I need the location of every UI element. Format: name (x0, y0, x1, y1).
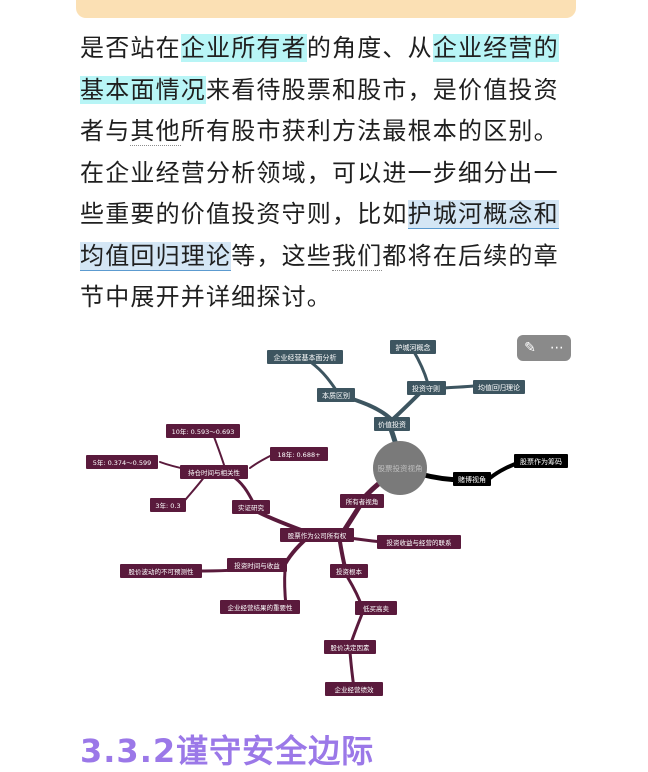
edge-holding-18y (249, 454, 273, 469)
node-gamble[interactable] (453, 472, 491, 486)
text-segment: 的角度、从 (306, 34, 433, 62)
node-fundamental[interactable] (267, 350, 343, 364)
mind-map[interactable]: 股票投资视角 价值投资 本质区别 企业经营基本面分析 投资守则 护城河概念 均值… (80, 328, 576, 706)
node-fundamental-label: 企业经营基本面分析 (274, 353, 337, 362)
node-root-label: 投资根本 (336, 567, 363, 576)
node-result-importance[interactable] (220, 600, 300, 614)
node-empirical-label: 实证研究 (238, 503, 265, 512)
node-root[interactable] (330, 564, 368, 578)
node-volatility[interactable] (120, 564, 202, 578)
text-segment: 都将在后续的章节中展开并详细探讨。 (80, 241, 559, 312)
section-title: 3.3.2谨守安全边际 (80, 732, 375, 770)
node-moat[interactable] (390, 340, 436, 354)
edge-rules-moat (411, 348, 430, 386)
text-segment: 是否站在 (80, 34, 181, 62)
pencil-icon[interactable]: ✎ (524, 340, 536, 356)
node-price-factor[interactable] (324, 640, 376, 654)
node-18y[interactable] (270, 447, 328, 461)
node-rules[interactable] (407, 381, 446, 395)
node-ownership[interactable] (280, 528, 354, 542)
node-moat-label: 护城河概念 (396, 343, 431, 352)
node-mean-reversion[interactable] (473, 380, 525, 394)
more-icon[interactable]: ⋯ (549, 340, 564, 356)
node-time-return-label: 投资时间与收益 (234, 561, 280, 570)
node-3y-label: 3年: 0.3 (155, 501, 180, 510)
node-time-return[interactable] (227, 558, 287, 572)
node-chip-label: 股票作为筹码 (520, 457, 562, 466)
mind-map-canvas: 股票投资视角 价值投资 本质区别 企业经营基本面分析 投资守则 护城河概念 均值… (86, 340, 568, 696)
node-gamble-label: 赌博视角 (458, 475, 486, 484)
node-value-investing[interactable] (374, 417, 410, 431)
body-paragraph: 是否站在企业所有者的角度、从企业经营的基本面情况来看待股票和股市，是价值投资者与… (80, 28, 576, 319)
text-segment: 等，这些 (231, 241, 333, 270)
underline-other[interactable]: 其他 (130, 117, 181, 146)
node-result-importance-label: 企业经营结果的重要性 (228, 603, 294, 612)
node-owner[interactable] (340, 494, 384, 508)
node-essence[interactable] (317, 388, 355, 402)
node-mean-reversion-label: 均值回归理论 (478, 383, 520, 392)
node-5y[interactable] (86, 455, 158, 469)
node-holding[interactable] (180, 465, 248, 479)
node-owner-label: 所有者视角 (346, 497, 379, 506)
node-10y[interactable] (166, 424, 240, 438)
edge-empirical-holding (230, 474, 256, 506)
node-18y-label: 18年: 0.688+ (277, 450, 320, 459)
node-value-investing-label: 价值投资 (378, 420, 406, 429)
node-ownership-label: 股票作为公司所有权 (288, 531, 347, 540)
node-10y-label: 10年: 0.593～0.693 (172, 427, 235, 436)
top-card (76, 0, 576, 18)
text-segment: 所有股市获利方法最根本的区别。在企业经营分析领域，可以进一步细分出一些重要的价值… (80, 117, 559, 228)
node-essence-label: 本质区别 (322, 391, 350, 400)
node-price-factor-label: 股价决定因素 (331, 643, 371, 652)
node-chip[interactable] (514, 454, 568, 468)
node-performance[interactable] (325, 682, 383, 696)
node-return-link-label: 投资收益与经营的联系 (387, 538, 453, 547)
edge-rules-mean (440, 384, 476, 390)
underline-we[interactable]: 我们 (332, 241, 383, 271)
node-empirical[interactable] (232, 500, 270, 514)
node-performance-label: 企业经营绩效 (335, 685, 375, 694)
node-rules-label: 投资守则 (412, 384, 440, 393)
node-lowbuy[interactable] (355, 601, 397, 615)
node-holding-label: 持仓时间与相关性 (188, 468, 241, 477)
center-node[interactable] (373, 441, 427, 495)
node-5y-label: 5年: 0.374～0.599 (93, 458, 152, 467)
highlight-owner[interactable]: 企业所有者 (180, 34, 307, 62)
node-lowbuy-label: 低买高卖 (363, 604, 390, 613)
image-toolbar: ✎ ⋯ (517, 335, 571, 361)
center-node-label: 股票投资视角 (378, 463, 423, 473)
node-volatility-label: 股价波动的不可预测性 (129, 567, 195, 576)
text-segment: 来看待股票和股市，是价值投资者与 (80, 75, 559, 146)
node-return-link[interactable] (377, 535, 461, 549)
node-3y[interactable] (150, 498, 186, 512)
